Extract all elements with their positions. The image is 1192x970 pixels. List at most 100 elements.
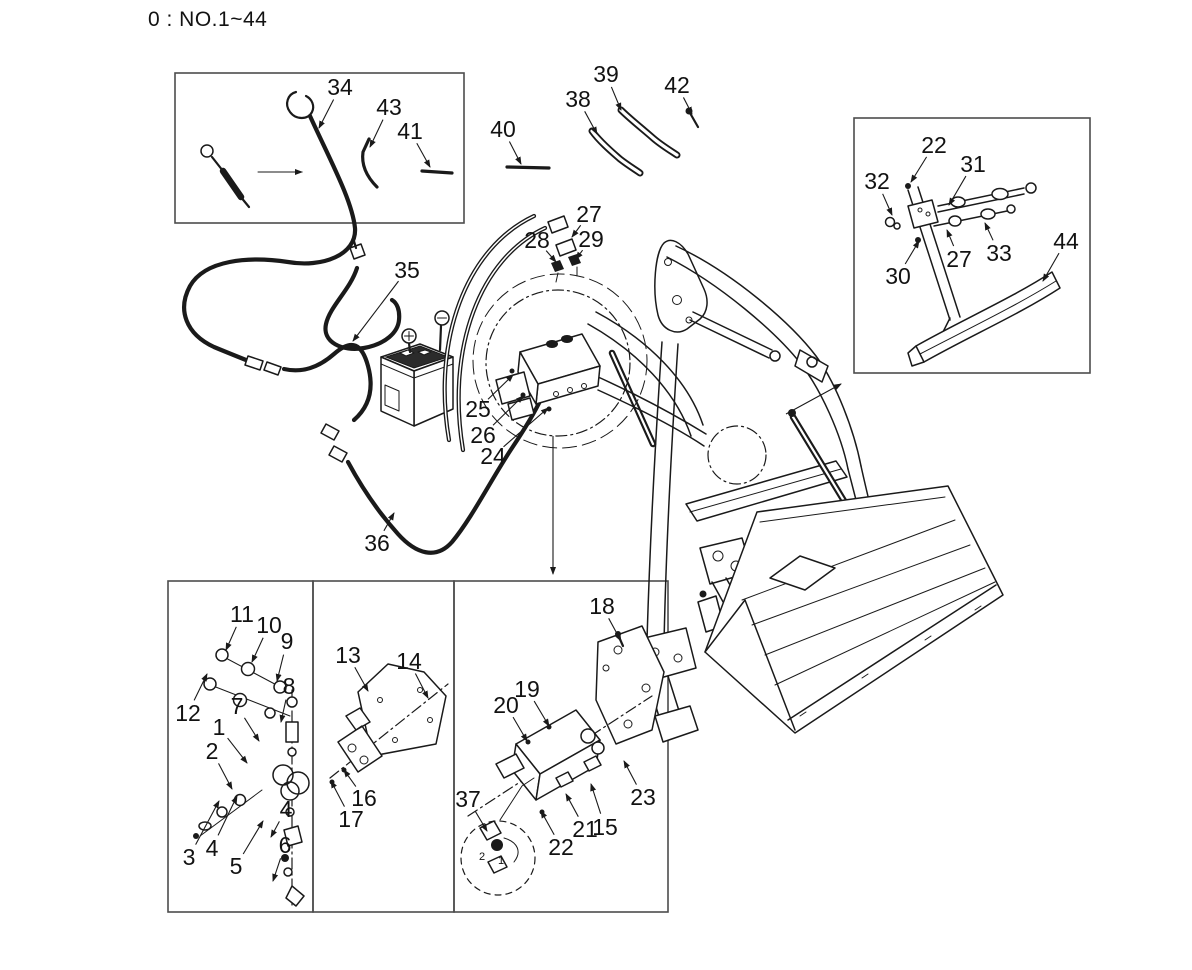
- spool-parts-15-21: [555, 755, 602, 788]
- part-label-29: 29: [578, 226, 604, 252]
- ball-joint-lower-a: [948, 215, 962, 227]
- connector-plug-35: [349, 243, 366, 260]
- leader-line-38: [584, 111, 598, 135]
- part-label-39: 39: [593, 61, 619, 87]
- hose-38-core: [590, 129, 642, 175]
- part-label-16: 16: [351, 785, 377, 811]
- leader-line-25: [487, 374, 514, 400]
- tower-holes: [664, 258, 693, 324]
- leader-line-16: [343, 769, 357, 787]
- linkage-bolt: [699, 590, 707, 598]
- leader-line-23: [623, 760, 637, 785]
- fitting-chain-3: [216, 793, 247, 818]
- bucket-illustration: [704, 485, 1004, 734]
- leader-line-14: [414, 673, 429, 699]
- part-label-12: 12: [175, 700, 201, 726]
- hoses-38-39: [505, 106, 700, 177]
- part-label-31: 31: [960, 151, 986, 177]
- mount-plate-18: [595, 625, 665, 745]
- leader-line-29: [575, 249, 584, 260]
- harness-cable-upper: [182, 113, 358, 363]
- part-label-2: 2: [479, 851, 485, 863]
- fitting-seal: [281, 854, 289, 862]
- battery-illustration: [380, 310, 454, 427]
- bucket-top-step: [769, 555, 836, 591]
- solenoid-a: [546, 340, 558, 348]
- bracket-holes: [377, 687, 433, 743]
- bracket-detail-illustration: [329, 663, 449, 785]
- leader-line-24: [503, 407, 549, 448]
- cable-detail-illustration: [200, 90, 454, 209]
- lever-phantom-circle: [707, 425, 767, 485]
- ball-joint-upper: [991, 187, 1009, 201]
- bolt-25: [509, 368, 515, 374]
- ball-joint-33: [1006, 204, 1016, 214]
- leader-line-3: [195, 800, 220, 845]
- cable-eyelet: [200, 144, 214, 158]
- battery-negative-post: [438, 324, 443, 352]
- leader-line-10: [251, 637, 264, 663]
- valve-on-loader: [495, 333, 601, 421]
- harness-cable-middle: [281, 342, 373, 423]
- bar-part-40: [505, 165, 551, 170]
- hose-fittings-27: [547, 215, 577, 257]
- part-label-5: 5: [230, 853, 243, 879]
- mount-tower-plate: [654, 239, 708, 333]
- leader-line-7: [243, 717, 260, 742]
- leader-line-1: [227, 737, 248, 764]
- solenoid-b: [561, 335, 573, 343]
- hose-end-connectors: [551, 254, 581, 272]
- cable-shaft: [219, 167, 245, 201]
- spool-cap-b: [591, 741, 605, 755]
- lever-detail-box: [853, 117, 1091, 374]
- leader-line-6: [272, 858, 282, 882]
- leader-line-33: [984, 222, 994, 241]
- leader-line-41: [416, 142, 431, 168]
- lever-detail-illustration: [884, 182, 1061, 367]
- leader-line-11: [225, 626, 237, 651]
- hose-b-core: [457, 227, 546, 451]
- cutting-edge-bolts: [799, 605, 982, 717]
- link-end-ball: [1025, 182, 1037, 194]
- part-label-14: 14: [396, 648, 422, 674]
- part-label-42: 42: [664, 72, 690, 98]
- leader-line-43: [369, 119, 384, 148]
- leader-line-36: [383, 512, 395, 532]
- left-boom-arm: [587, 311, 704, 437]
- part-label-9: 9: [281, 628, 294, 654]
- leader-line-12: [193, 673, 208, 701]
- stack-ports: [347, 743, 369, 765]
- leader-line-27: [946, 229, 955, 247]
- part-label-35: 35: [394, 257, 420, 283]
- valve-detail-box: [453, 580, 669, 913]
- part-label-13: 13: [335, 642, 361, 668]
- leader-line-18: [608, 618, 622, 642]
- page-title: 0 : NO.1~44: [148, 8, 268, 31]
- bucket-left-side-plate: [704, 599, 796, 731]
- connector-37-wire: [503, 837, 519, 863]
- leader-line-40: [508, 141, 522, 165]
- leader-line-34: [318, 99, 335, 129]
- part-label-3: 3: [183, 844, 196, 870]
- battery-cell-caps: [399, 349, 432, 357]
- harness-cable-lower-36: [345, 396, 544, 555]
- part-label-1: 1: [498, 855, 504, 867]
- leader-line-35: [352, 280, 399, 342]
- mount-plate-holes: [602, 645, 651, 729]
- bullet-connectors-b: [320, 423, 348, 463]
- part-label-22: 22: [548, 834, 574, 860]
- leader-line-4: [217, 795, 238, 836]
- wiring-harness: [182, 113, 544, 555]
- part-label-18: 18: [589, 593, 615, 619]
- part-label-2: 2: [206, 738, 219, 764]
- boom-elbow-plate: [794, 349, 829, 383]
- part-label-20: 20: [493, 692, 519, 718]
- nut-32: [884, 216, 896, 228]
- part-label-37: 37: [455, 786, 481, 812]
- right-cylinder-core: [791, 415, 854, 516]
- part-label-19: 19: [514, 676, 540, 702]
- hose-39-core: [619, 108, 679, 157]
- fitting-chain-2-line: [207, 683, 291, 717]
- part-label-43: 43: [376, 94, 402, 120]
- leader-line-28: [545, 250, 557, 263]
